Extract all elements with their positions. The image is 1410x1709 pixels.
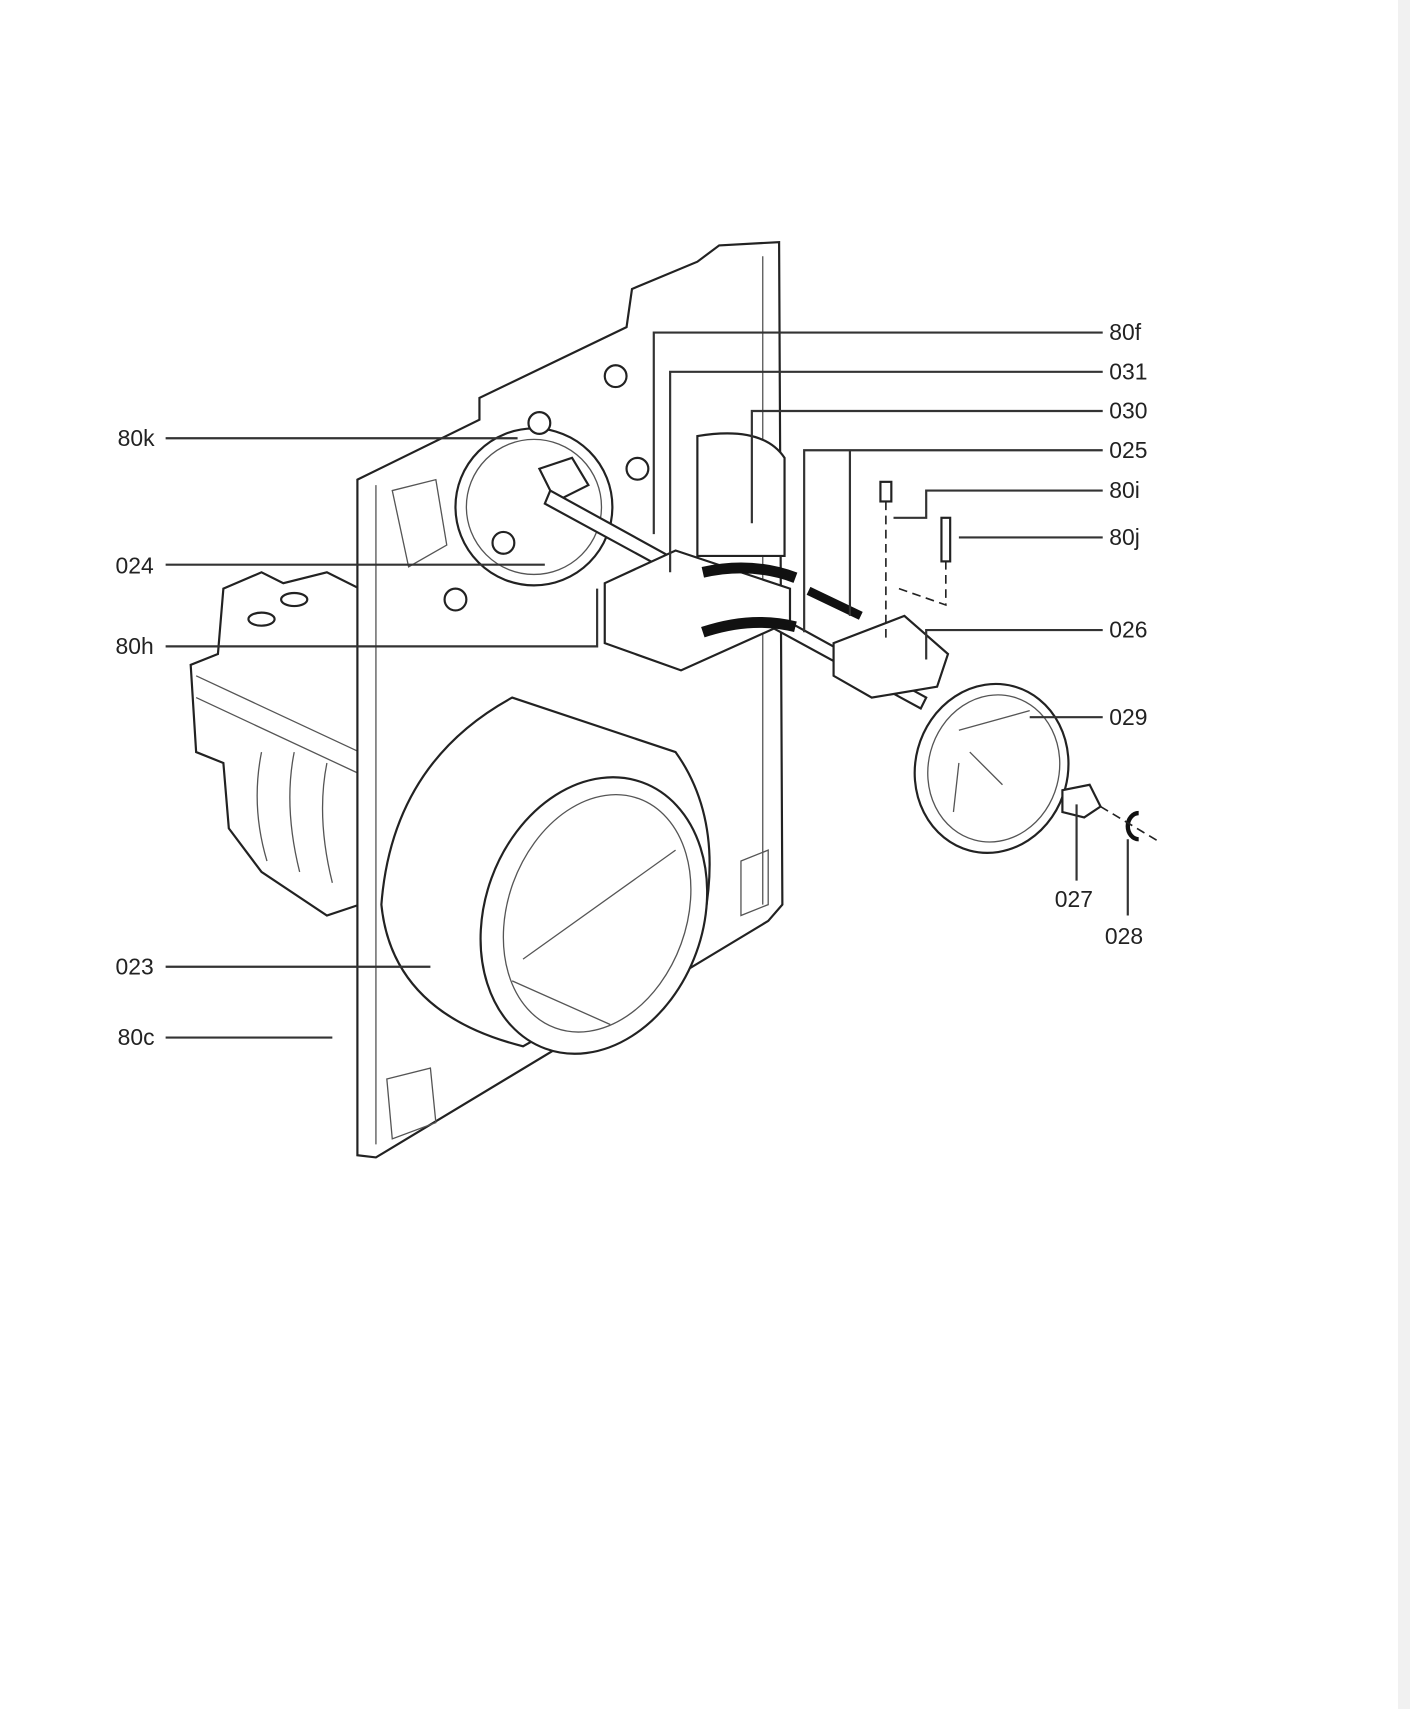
fan-housing: [380, 696, 711, 1055]
shaft-assembly: [537, 432, 1161, 854]
callout-80k: 80k: [118, 425, 155, 451]
callout-80h: 80h: [116, 633, 154, 659]
callout-024: 024: [116, 552, 154, 578]
callout-031: 031: [1109, 358, 1147, 384]
callout-028: 028: [1105, 923, 1143, 949]
callout-023: 023: [116, 953, 154, 979]
callout-80i: 80i: [1109, 477, 1140, 503]
callout-80c: 80c: [118, 1024, 155, 1050]
callout-027: 027: [1055, 886, 1093, 912]
callout-80f: 80f: [1109, 319, 1141, 345]
callout-026: 026: [1109, 617, 1147, 643]
leader-lines: [165, 331, 1129, 1039]
motor-assembly: [189, 571, 361, 917]
callout-80j: 80j: [1109, 524, 1140, 550]
callout-029: 029: [1109, 704, 1147, 730]
callout-025: 025: [1109, 437, 1147, 463]
callout-030: 030: [1109, 398, 1147, 424]
scrollbar[interactable]: [1398, 0, 1410, 1709]
